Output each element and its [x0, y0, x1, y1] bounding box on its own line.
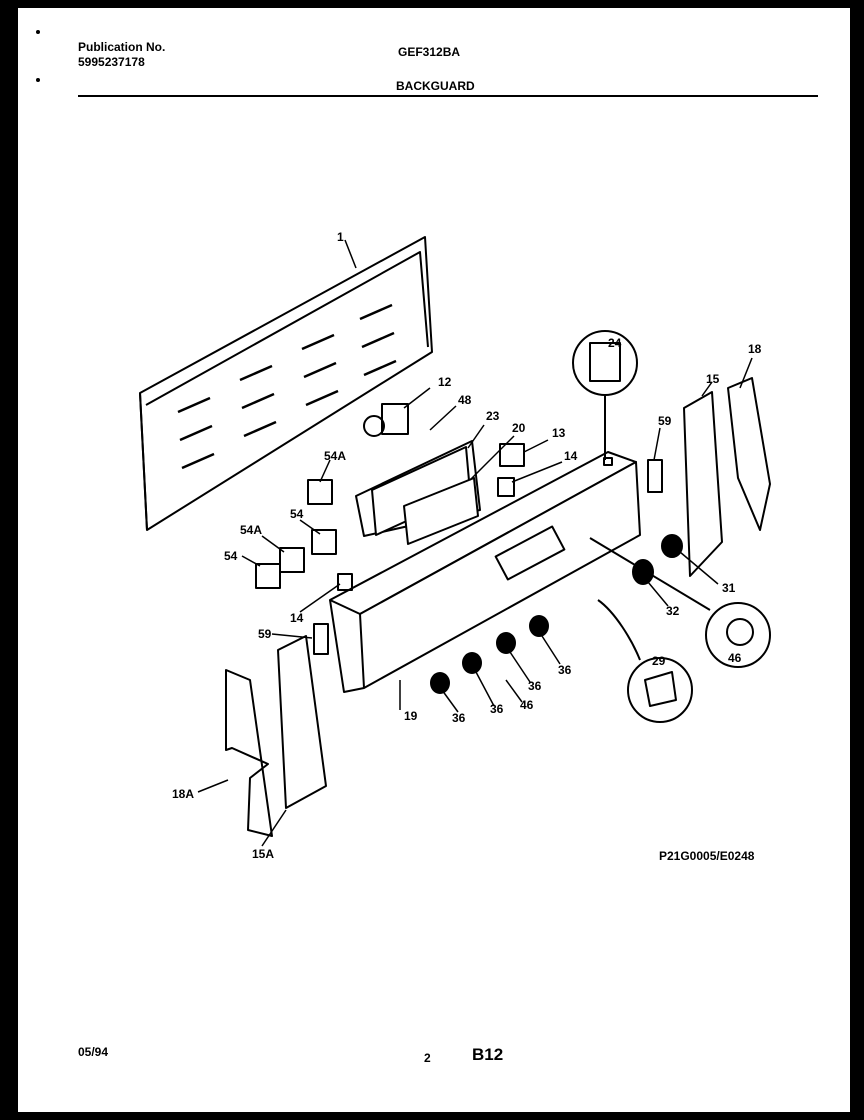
footer-code: B12	[472, 1045, 504, 1064]
part-label: 14	[564, 449, 578, 463]
part-label: 14	[290, 611, 304, 625]
header-rule	[78, 95, 818, 97]
model-number: GEF312BA	[398, 45, 461, 59]
part-label: 54	[290, 507, 304, 521]
part-label: 36	[490, 702, 504, 716]
part-label: 36	[558, 663, 572, 677]
punch-mark	[36, 78, 40, 82]
control-panel	[329, 451, 641, 693]
footer-date: 05/94	[78, 1045, 109, 1059]
part-label: 54A	[324, 449, 346, 463]
switch-24	[589, 342, 621, 382]
part-label: 20	[512, 421, 526, 435]
punch-mark	[36, 30, 40, 34]
part-label: 24	[608, 336, 622, 350]
part-label: 46	[520, 698, 534, 712]
left-end-cap	[225, 623, 329, 837]
footer-page-number: 2	[424, 1051, 431, 1065]
publication-number: 5995237178	[78, 55, 145, 69]
part-label: 13	[552, 426, 566, 440]
callout-29	[627, 657, 693, 723]
part-label: 48	[458, 393, 472, 407]
part-label: 23	[486, 409, 500, 423]
part-label: 12	[438, 375, 452, 389]
part-label: 29	[652, 654, 666, 668]
section-title: BACKGUARD	[396, 79, 475, 93]
part-label: 59	[258, 627, 272, 641]
part-label: 19	[404, 709, 418, 723]
part-labels: 1 12 48 23 20 13 14 54A 54 54A 54 14 59 …	[172, 230, 762, 861]
part-label: 59	[658, 414, 672, 428]
part-label: 54	[224, 549, 238, 563]
part-label: 15	[706, 372, 720, 386]
diagram-reference-code: P21G0005/E0248	[659, 849, 755, 863]
part-label: 46	[728, 651, 742, 665]
control-knobs	[430, 534, 683, 694]
part-label: 36	[528, 679, 542, 693]
right-end-cap	[647, 377, 771, 577]
part-label: 31	[722, 581, 736, 595]
part-label: 32	[666, 604, 680, 618]
callout-24	[572, 330, 638, 396]
publication-label: Publication No.	[78, 40, 166, 54]
timer-motor	[363, 403, 409, 437]
part-label: 18	[748, 342, 762, 356]
rear-panel	[139, 236, 433, 531]
part-label: 18A	[172, 787, 194, 801]
clock-board	[355, 440, 481, 545]
part-label: 36	[452, 711, 466, 725]
part-label: 1	[337, 230, 344, 244]
part-label: 15A	[252, 847, 274, 861]
callout-46	[705, 602, 771, 668]
part-label: 54A	[240, 523, 262, 537]
